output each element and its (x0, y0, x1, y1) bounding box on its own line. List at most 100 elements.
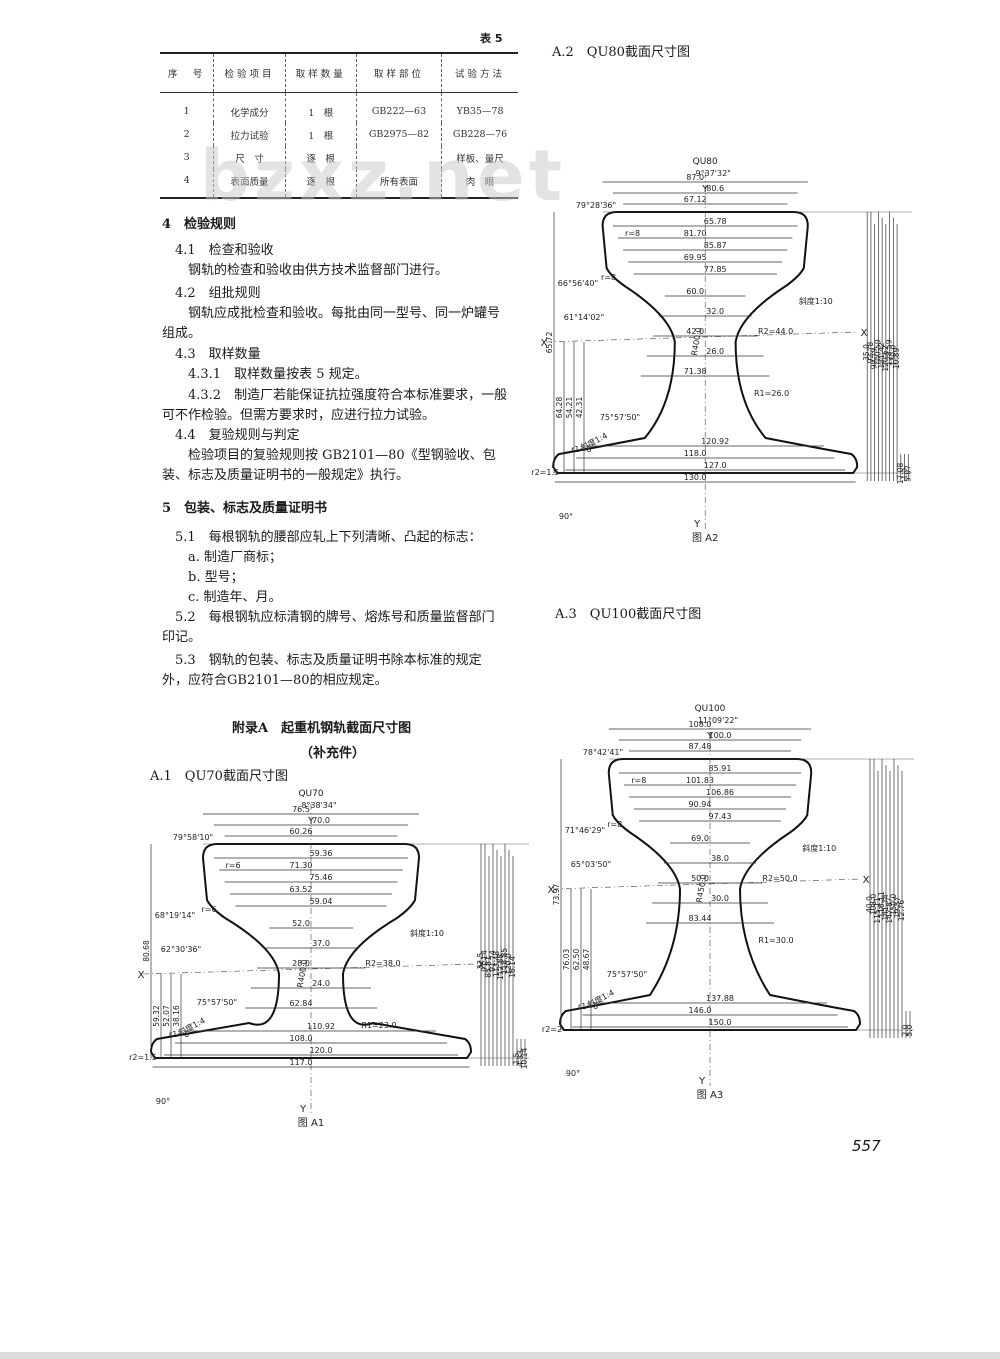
web-angle-label: 71°46'29" (565, 826, 605, 835)
width-dimension-label: 52.0 (292, 919, 310, 928)
height-dimension-label: 65.72 (545, 332, 554, 354)
height-dimension-label: 112.88 (496, 954, 505, 980)
radius-label: R2=38.0 (365, 959, 400, 968)
radius-label: R1=30.0 (758, 936, 793, 945)
foot-angle-label: 75°57'50" (197, 998, 237, 1007)
y-axis-label: Y (698, 1076, 706, 1087)
watermark: bzxz.net (200, 135, 567, 217)
table-cell: 4 (160, 169, 214, 199)
a3-heading: A.3 QU100截面尺寸图 (555, 607, 702, 622)
width-dimension-label: 118.0 (684, 449, 707, 458)
table-cell: 样板、量尺 (441, 146, 518, 169)
width-dimension-label: 127.0 (704, 461, 727, 470)
section-5-title: 5 包装、标志及质量证明书 (162, 501, 328, 516)
height-dimension-label: 17.08 (896, 463, 905, 485)
page-number: 557 (852, 1137, 881, 1155)
table-cell: 1 (183, 106, 190, 117)
width-dimension-label: 117.0 (290, 1058, 313, 1067)
width-dimension-label: 108.0 (689, 720, 712, 729)
width-dimension-label: 137.88 (706, 994, 734, 1003)
height-dimension-label: 64.28 (555, 397, 564, 419)
width-dimension-label: 85.91 (709, 764, 732, 773)
table-cell (355, 146, 442, 169)
foot-angle-label: 75°57'50" (600, 413, 640, 422)
paragraph: 4.3.1 取样数量按表 5 规定。 (188, 367, 368, 382)
height-dimension-label: 115.11 (873, 897, 882, 923)
x-axis-label: X (548, 885, 555, 896)
figure-caption: 图 A3 (697, 1089, 723, 1101)
height-dimension-label: 120.62 (881, 345, 890, 371)
table-cell: 3 (183, 152, 190, 163)
width-dimension-label: 75.46 (310, 873, 333, 882)
width-dimension-label: 59.36 (310, 849, 333, 858)
width-dimension-label: 83.44 (689, 914, 712, 923)
height-dimension-label: 54.21 (565, 397, 574, 419)
height-dimension-label: 4.33 (516, 1050, 525, 1067)
height-dimension-label: 80.68 (142, 940, 151, 962)
table-row: 2 拉力试验 1 根 GB2975—82 GB228—76 (160, 123, 518, 146)
width-dimension-label: 69.95 (684, 253, 707, 262)
width-dimension-label: 120.92 (701, 437, 729, 446)
page-bottom-edge (0, 1352, 1000, 1359)
width-dimension-label: 100.0 (709, 731, 732, 740)
figure-caption: 图 A1 (298, 1117, 324, 1129)
top-angle-label: 9°37'32" (696, 169, 731, 178)
height-dimension-label: 5.0 (905, 1024, 914, 1036)
section-4-4-title: 4.4 复验规则与判定 (175, 428, 300, 443)
width-dimension-label: 60.26 (290, 827, 313, 836)
section-4-1-title: 4.1 检查和验收 (175, 243, 274, 258)
width-dimension-label: 97.43 (709, 812, 732, 821)
paragraph: 装、标志及质量证明书的一般规定》执行。 (162, 468, 410, 483)
section-4-3-title: 4.3 取样数量 (175, 347, 261, 362)
height-dimension-label: 2.0 (901, 1024, 910, 1036)
x-axis-label: X (541, 338, 548, 349)
height-dimension-label: 1.5 (900, 467, 909, 479)
width-dimension-label: 37.0 (312, 939, 330, 948)
col-header: 检验项目 (213, 52, 286, 93)
list-item: c. 制造年、月。 (188, 590, 282, 605)
height-dimension-label: 76.03 (562, 949, 571, 971)
width-dimension-label: 71.38 (684, 367, 707, 376)
width-dimension-label: 76.5 (292, 805, 310, 814)
height-dimension-label: 120.0 (504, 953, 513, 975)
radius-label: r=8 (631, 776, 646, 785)
width-dimension-label: 59.04 (310, 897, 333, 906)
a2-heading: A.2 QU80截面尺寸图 (552, 45, 690, 60)
radius-label: r=8 (625, 229, 640, 238)
width-dimension-label: 65.78 (704, 217, 727, 226)
paragraph: 可不作检验。但需方要求时，应进行拉力试验。 (162, 408, 436, 423)
width-dimension-label: 28.0 (292, 959, 310, 968)
height-dimension-label: 141.74 (881, 894, 890, 920)
figure-caption: 图 A2 (692, 532, 718, 544)
table-row: 1 化学成分 1 根 GB222—63 YB35—78 (160, 92, 518, 123)
table-cell: 肉 眼 (441, 169, 518, 199)
paragraph: 4.3.2 制造厂若能保证抗拉强度符合本标准要求，一般 (188, 388, 508, 403)
width-dimension-label: 85.87 (704, 241, 727, 250)
y-axis-label: Y (307, 816, 315, 827)
y-axis-label: Y (701, 184, 709, 195)
width-dimension-label: 26.0 (706, 347, 724, 356)
slope-label: 斜度1:4 (579, 430, 609, 452)
col-header: 取样部位 (355, 52, 442, 93)
table-header-row: 序 号 检验项目 取样数量 取样部位 试验方法 (160, 52, 518, 93)
appendix-subtitle: （补充件） (300, 746, 366, 761)
radius-label: R1=23.0 (361, 1021, 396, 1030)
height-dimension-label: 35.0 (862, 344, 871, 361)
height-dimension-label: 1.5 (512, 1052, 521, 1064)
height-dimension-label: 12.76 (897, 900, 906, 922)
width-dimension-label: 150.0 (709, 1018, 732, 1027)
flange-angle-label: 78°42'41" (583, 748, 623, 757)
height-dimension-label: 10.14 (520, 1048, 529, 1070)
paragraph: 5.1 每根钢轨的腰部应轧上下列清晰、凸起的标志： (175, 530, 482, 545)
width-dimension-label: 106.86 (706, 788, 734, 797)
web-angle-label: 65°03'50" (571, 860, 611, 869)
height-dimension-label: 130.0 (888, 345, 897, 367)
width-dimension-label: 81.70 (684, 229, 707, 238)
table-cell: YB35—78 (441, 92, 518, 123)
col-header: 序 号 (160, 52, 214, 93)
height-dimension-label: 92.78 (866, 342, 875, 364)
width-dimension-label: 90.94 (689, 800, 712, 809)
table-caption: 表 5 (480, 32, 503, 45)
